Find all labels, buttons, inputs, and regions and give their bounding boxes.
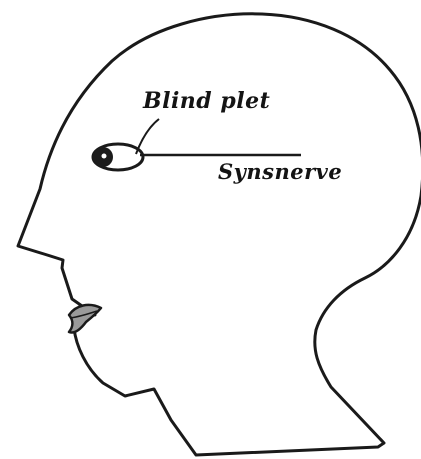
head-outline <box>18 14 421 455</box>
blind-spot-label: Blind plet <box>143 88 270 114</box>
eye-highlight <box>102 154 107 159</box>
optic-nerve-label: Synsnerve <box>218 159 342 184</box>
